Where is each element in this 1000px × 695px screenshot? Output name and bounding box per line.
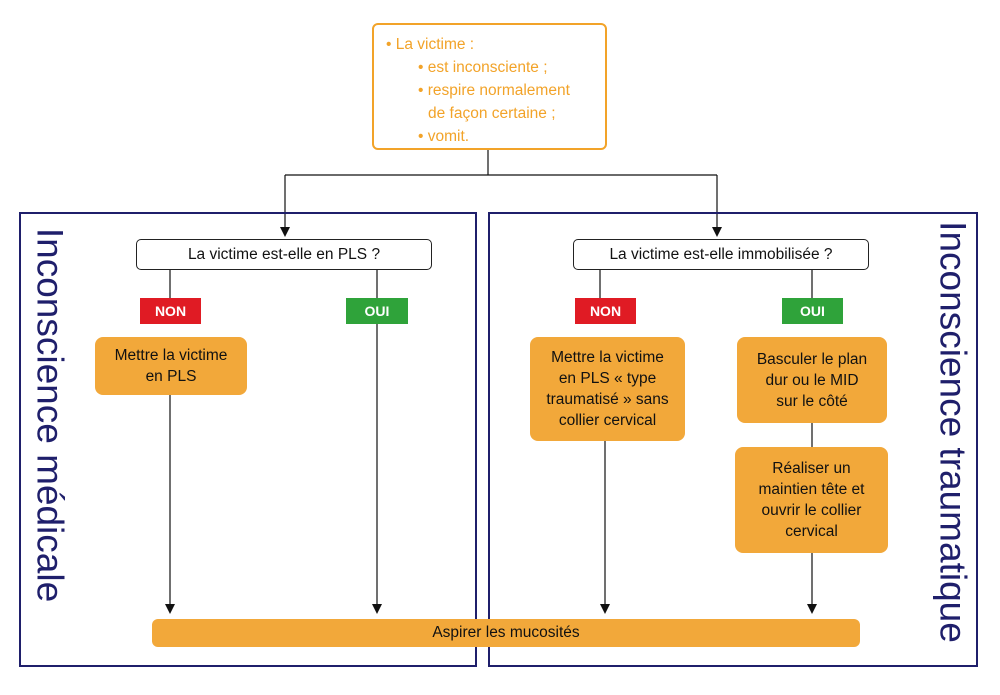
action-line: Basculer le plan (756, 350, 868, 368)
action-line: collier cervical (558, 412, 657, 429)
action-line: maintien tête et (758, 481, 865, 498)
action-line: Réaliser un (772, 460, 851, 477)
left-non-badge: NON (140, 298, 201, 324)
right-oui-action: Basculer le plan dur ou le MID sur le cô… (737, 337, 887, 423)
left-non-action: Mettre la victime en PLS (95, 337, 247, 395)
condition-line: • est inconsciente ; (418, 59, 548, 76)
left-panel-title: Inconscience médicale (29, 227, 71, 603)
condition-line: • vomit. (418, 128, 470, 145)
action-line: ouvrir le collier (761, 502, 862, 519)
right-non-badge: NON (575, 298, 636, 324)
action-line: traumatisé » sans (546, 391, 669, 408)
condition-line: • La victime : (386, 36, 475, 53)
condition-line: • respire normalement (418, 82, 570, 99)
action-line: dur ou le MID (765, 371, 859, 389)
right-panel-title: Inconscience traumatique (932, 221, 974, 643)
right-non-action: Mettre la victime en PLS « type traumati… (530, 337, 685, 441)
action-line: cervical (785, 523, 838, 540)
action-line: en PLS (145, 368, 197, 385)
right-question-box: La victime est-elle immobilisée ? (573, 239, 869, 270)
action-line: sur le côté (776, 392, 848, 410)
action-line: Mettre la victime (114, 347, 228, 364)
left-question-box: La victime est-elle en PLS ? (136, 239, 432, 270)
condition-line: de façon certaine ; (428, 105, 556, 122)
action-line: en PLS « type (558, 370, 657, 387)
condition-box: • La victime : • est inconsciente ; • re… (372, 23, 607, 150)
right-panel (488, 212, 978, 667)
final-action-bar: Aspirer les mucosités (152, 619, 860, 647)
right-oui-action-2: Réaliser un maintien tête et ouvrir le c… (735, 447, 888, 553)
left-panel (19, 212, 477, 667)
right-oui-badge: OUI (782, 298, 843, 324)
action-line: Mettre la victime (551, 349, 664, 366)
left-oui-badge: OUI (346, 298, 408, 324)
